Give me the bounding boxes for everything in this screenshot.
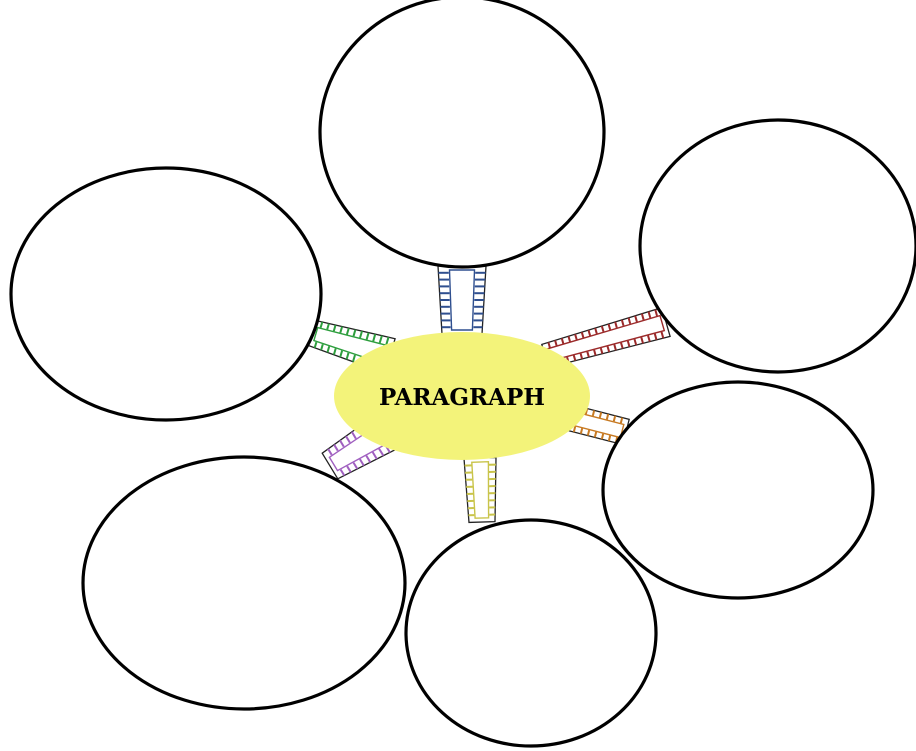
- connector-upper-left-stripe: [385, 336, 390, 345]
- connector-right-stripe: [612, 415, 617, 422]
- connector-right-stripe: [586, 429, 591, 436]
- connector-upper-right-stripe: [627, 317, 632, 325]
- connector-upper-right-stripe: [579, 353, 584, 360]
- connector-lower-left-stripe: [346, 465, 352, 473]
- connector-top-channel: [448, 269, 476, 331]
- connector-lower-left-stripe: [327, 448, 333, 456]
- connector-right-stripe: [619, 417, 624, 424]
- connector-right-stripe: [579, 428, 584, 435]
- connector-lower-left-stripe: [339, 469, 346, 477]
- connector-upper-right-stripe: [607, 323, 612, 330]
- connector-upper-right-stripe: [647, 335, 651, 342]
- connector-upper-left-stripe: [365, 332, 370, 340]
- connector-right-stripe: [600, 433, 605, 440]
- connector-lower-left-stripe: [351, 431, 357, 440]
- connector-upper-right-stripe: [606, 346, 611, 353]
- connector-upper-left-stripe: [378, 335, 383, 344]
- connector-upper-left-stripe: [339, 326, 344, 334]
- connector-upper-left-stripe: [332, 324, 337, 332]
- connector-lower-left-stripe: [345, 435, 351, 444]
- connector-bottom: [463, 456, 497, 524]
- connector-upper-right-stripe: [614, 321, 618, 329]
- connector-upper-left-stripe: [326, 323, 330, 330]
- center-ellipse: [334, 332, 590, 460]
- connectors-layer: [307, 265, 671, 524]
- bubble-upper-right[interactable]: [638, 118, 916, 374]
- connector-lower-left-stripe: [359, 458, 365, 467]
- bubble-bottom[interactable]: [404, 518, 658, 748]
- connector-bottom-channel: [471, 460, 490, 519]
- connector-upper-right-stripe: [620, 319, 625, 327]
- connector-upper-right-stripe: [572, 355, 577, 361]
- connector-upper-right-stripe: [613, 344, 617, 351]
- connector-right-stripe: [598, 411, 603, 418]
- connector-upper-right-stripe: [633, 338, 638, 346]
- connector-upper-left-stripe: [320, 344, 324, 351]
- connector-right-stripe: [593, 431, 598, 438]
- connector-right-stripe: [605, 413, 610, 420]
- connector-lower-left-stripe: [333, 444, 339, 452]
- connector-upper-right-stripe: [600, 325, 605, 332]
- connector-upper-left-stripe: [345, 352, 350, 360]
- connector-right-stripe: [572, 426, 577, 433]
- connector-upper-right-stripe: [547, 342, 551, 348]
- connector-upper-right-stripe: [599, 347, 604, 354]
- connector-upper-left-stripe: [352, 354, 356, 362]
- bubble-upper-left[interactable]: [9, 166, 323, 422]
- connector-upper-right-stripe: [593, 349, 597, 356]
- connector-upper-right-stripe: [580, 331, 585, 338]
- connector-upper-left-stripe: [359, 330, 363, 339]
- connector-upper-right-stripe: [560, 338, 565, 344]
- connector-upper-right-stripe: [574, 333, 578, 340]
- connector-right-stripe: [607, 435, 612, 442]
- connector-upper-left-stripe: [352, 329, 357, 337]
- center-label: PARAGRAPH: [379, 384, 545, 411]
- connector-upper-right-stripe: [634, 315, 638, 323]
- connector-upper-left-stripe: [319, 321, 324, 328]
- connector-upper-right: [541, 306, 671, 369]
- connector-lower-left-stripe: [339, 439, 345, 448]
- connector-upper-right-stripe: [554, 340, 558, 346]
- connector-upper-right-stripe: [647, 311, 652, 319]
- connector-upper-left-stripe: [372, 333, 377, 342]
- connector-upper-left-stripe: [345, 327, 350, 335]
- connector-lower-left-stripe: [365, 455, 372, 463]
- connector-upper-right-stripe: [594, 327, 598, 334]
- connector-right-stripe: [591, 410, 596, 417]
- bubble-top[interactable]: [318, 0, 606, 269]
- connector-upper-right-stripe: [653, 333, 658, 341]
- connector-upper-right-stripe: [660, 331, 665, 339]
- connector-upper-right-stripe: [620, 342, 624, 349]
- connector-upper-left-stripe: [313, 341, 318, 349]
- connector-top: [437, 265, 487, 335]
- connector-lower-left-stripe: [352, 462, 359, 470]
- connector-upper-right-stripe: [567, 336, 571, 342]
- connector-upper-left-stripe: [339, 350, 344, 358]
- connector-upper-right-stripe: [587, 329, 592, 336]
- connector-lower-left-stripe: [378, 448, 385, 457]
- connector-upper-right-stripe: [586, 351, 590, 358]
- bubble-lower-left[interactable]: [81, 455, 407, 711]
- connector-upper-right-stripe: [626, 340, 631, 348]
- bubble-right[interactable]: [601, 380, 875, 600]
- connector-upper-right-stripe: [654, 309, 658, 317]
- connector-upper-right-stripe: [640, 313, 645, 321]
- connector-upper-left-stripe: [326, 346, 331, 353]
- connector-upper-left-stripe: [332, 348, 337, 355]
- connector-lower-left-stripe: [371, 451, 378, 460]
- connector-upper-right-stripe: [640, 337, 644, 344]
